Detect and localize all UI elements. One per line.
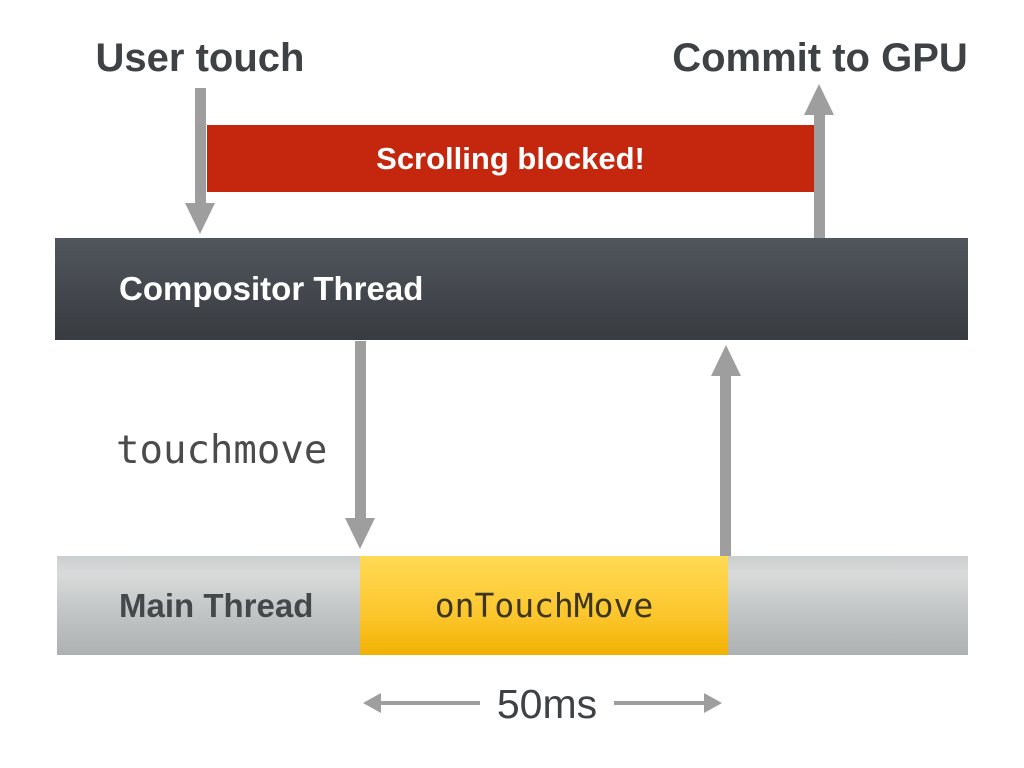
main-thread-bar: Main Thread onTouchMove xyxy=(57,556,968,655)
user-touch-label: User touch xyxy=(95,36,305,80)
arrow-head-left-icon xyxy=(363,693,381,713)
scrolling-blocked-banner: Scrolling blocked! xyxy=(207,125,814,192)
arrow-shaft xyxy=(720,374,731,556)
commit-to-gpu-label: Commit to GPU xyxy=(672,36,968,80)
arrow-shaft xyxy=(355,341,366,519)
arrow-head-right-icon xyxy=(704,693,722,713)
measure-line-left xyxy=(380,701,480,705)
arrow-head-down-icon xyxy=(185,203,215,234)
arrow-head-up-icon xyxy=(711,345,741,376)
ontouchmove-handler-segment: onTouchMove xyxy=(360,556,728,655)
main-thread-label: Main Thread xyxy=(119,586,314,624)
compositor-thread-label: Compositor Thread xyxy=(119,270,424,307)
arrow-shaft xyxy=(195,88,206,206)
measure-line-right xyxy=(614,701,706,705)
touchmove-event-label: touchmove xyxy=(116,428,328,473)
arrow-head-up-icon xyxy=(804,84,834,115)
duration-label: 50ms xyxy=(496,681,598,727)
scrolling-blocked-text: Scrolling blocked! xyxy=(376,140,645,176)
arrow-head-down-icon xyxy=(345,518,375,549)
ontouchmove-handler-label: onTouchMove xyxy=(434,586,654,625)
compositor-thread-bar: Compositor Thread xyxy=(55,238,968,340)
arrow-shaft xyxy=(814,113,825,238)
